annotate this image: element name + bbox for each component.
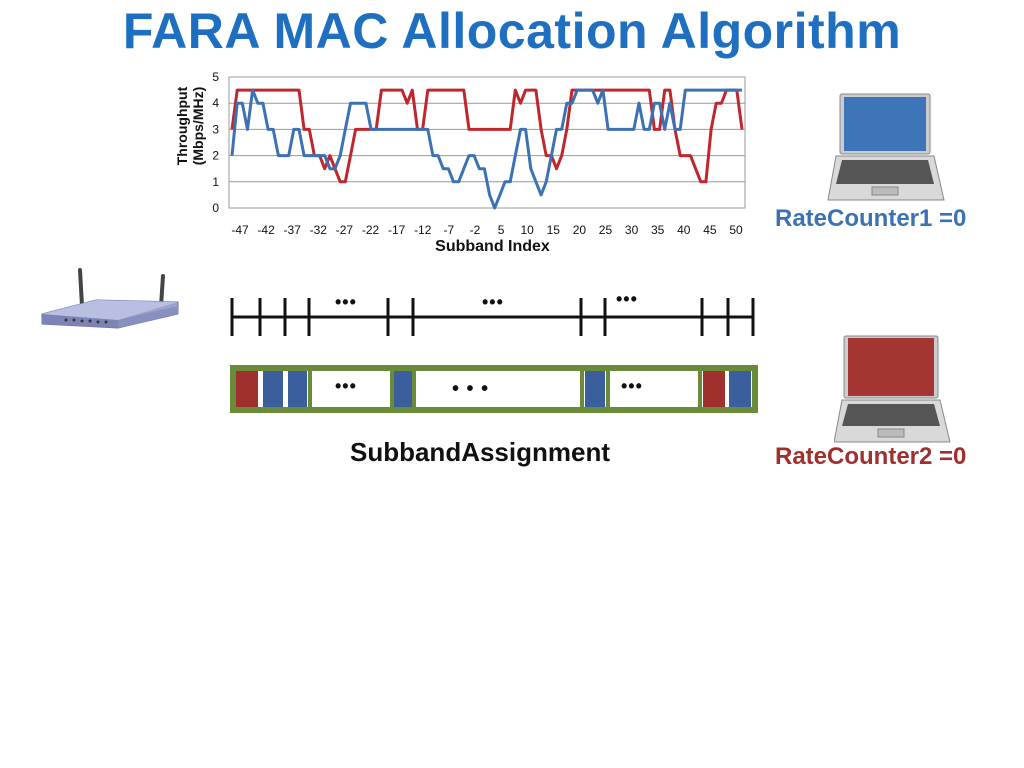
chart-x-tick-label: 50 xyxy=(729,223,743,237)
rate-counter-1: RateCounter1 =0 xyxy=(775,205,967,232)
chart-x-tick-label: -27 xyxy=(336,223,354,237)
chart-x-tick-label: 35 xyxy=(651,223,665,237)
chart-x-tick-label: 40 xyxy=(677,223,691,237)
chart-x-tick-label: 20 xyxy=(573,223,587,237)
chart-x-tick-label: -22 xyxy=(362,223,380,237)
chart-x-tick-label: 15 xyxy=(547,223,561,237)
bar-ellipsis-1: ••• xyxy=(335,376,357,396)
subband-assignment-label: SubbandAssignment xyxy=(349,437,610,467)
chart-x-tick-label: -12 xyxy=(414,223,432,237)
chart-series-line-1 xyxy=(230,88,744,184)
chart-x-tick-label: -2 xyxy=(470,223,481,237)
chart-x-tick-label: -47 xyxy=(231,223,249,237)
chart-x-tick-label: -7 xyxy=(444,223,455,237)
chart-x-tick-label: 10 xyxy=(520,223,534,237)
chart-x-axis-label: Subband Index xyxy=(435,238,550,255)
axis-ellipsis-3: ••• xyxy=(616,289,638,309)
subband-user1-cell xyxy=(288,371,307,407)
subband-user1-cell xyxy=(263,371,283,407)
chart-x-tick-label: 30 xyxy=(625,223,639,237)
chart-y-tick-label: 1 xyxy=(212,175,219,189)
subband-axis xyxy=(230,298,755,336)
chart-series-line-2 xyxy=(230,88,742,210)
chart-x-tick-label: -37 xyxy=(284,223,302,237)
subband-user1-cell xyxy=(394,371,412,407)
laptop-blue-icon xyxy=(827,93,945,201)
axis-ellipsis-1: ••• xyxy=(335,292,357,312)
chart-y-axis-label: Throughput (Mbps/MHz) xyxy=(174,76,206,176)
chart-x-tick-label: 45 xyxy=(703,223,717,237)
slide-title: FARA MAC Allocation Algorithm xyxy=(122,3,902,59)
subband-user1-cell xyxy=(729,371,751,407)
laptop-red-icon xyxy=(834,335,951,443)
axis-ellipsis-2: ••• xyxy=(482,292,504,312)
bar-ellipsis-2: • • • xyxy=(452,378,490,400)
chart-x-tick-label: -32 xyxy=(310,223,328,237)
chart-y-tick-label: 3 xyxy=(212,122,219,136)
subband-assignment-bar xyxy=(230,365,758,413)
subband-user2-cell xyxy=(236,371,258,407)
chart-y-tick-label: 2 xyxy=(212,149,219,163)
chart-x-tick-label: 5 xyxy=(498,223,505,237)
chart-x-tick-label: -42 xyxy=(257,223,275,237)
rate-counter-2: RateCounter2 =0 xyxy=(775,443,967,470)
chart-x-tick-label: -17 xyxy=(388,223,406,237)
chart-y-tick-label: 4 xyxy=(212,96,219,110)
subband-user1-cell xyxy=(585,371,605,407)
chart-y-axis-label-text: Throughput (Mbps/MHz) xyxy=(174,86,206,166)
chart-x-tick-label: 25 xyxy=(599,223,613,237)
subband-user2-cell xyxy=(703,371,725,407)
chart-y-tick-label: 5 xyxy=(212,70,219,84)
chart-y-tick-label: 0 xyxy=(212,201,219,215)
wireless-router-icon xyxy=(41,268,179,329)
bar-ellipsis-3: ••• xyxy=(621,376,643,396)
